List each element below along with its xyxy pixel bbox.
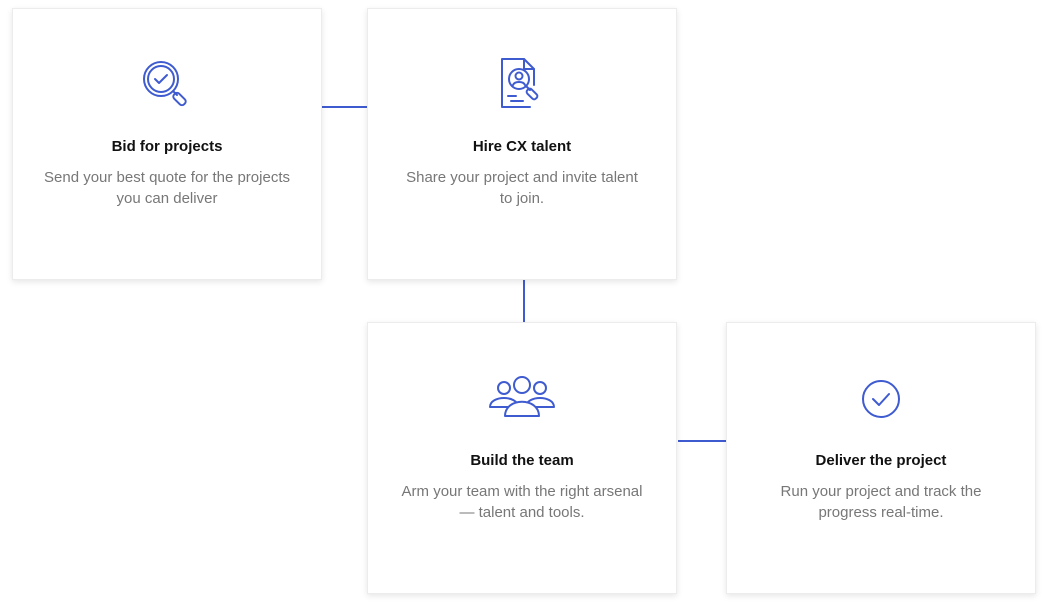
step-card-deliver-the-project: Deliver the project Run your project and…: [726, 322, 1036, 594]
search-check-icon: [133, 55, 201, 115]
step-card-hire-cx-talent: Hire CX talent Share your project and in…: [367, 8, 677, 280]
step-description: Run your project and track the progress …: [780, 483, 982, 521]
document-search-icon: [488, 55, 556, 115]
step-title: Bid for projects: [111, 138, 223, 155]
step-card-bid-for-projects: Bid for projects Send your best quote fo…: [12, 8, 322, 280]
step-title: Build the team: [470, 452, 574, 469]
step-description: Share your project and invite talent to …: [406, 169, 638, 207]
step-title: Hire CX talent: [472, 138, 572, 155]
team-icon: [488, 369, 556, 429]
connector-bid-to-hire: [322, 106, 368, 108]
step-description: Arm your team with the right arsenal — t…: [401, 483, 643, 521]
step-card-build-the-team: Build the team Arm your team with the ri…: [367, 322, 677, 594]
check-circle-icon: [847, 369, 915, 429]
step-title: Deliver the project: [815, 452, 947, 469]
connector-build-to-deliver: [678, 440, 726, 442]
connector-hire-to-build: [523, 280, 525, 323]
step-description: Send your best quote for the projects yo…: [44, 169, 290, 207]
